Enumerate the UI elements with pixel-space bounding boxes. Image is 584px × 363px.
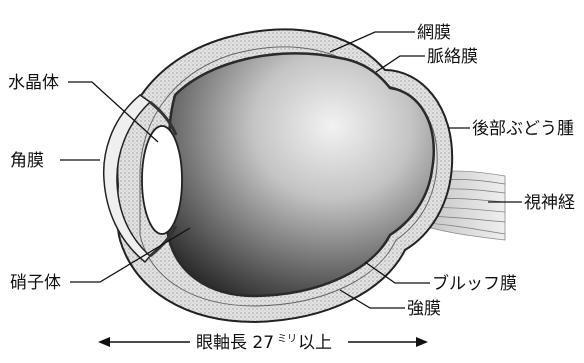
label-sclera: 強膜 [407, 299, 441, 319]
label-retina: 網膜 [417, 23, 451, 43]
label-optic-nerve: 視神経 [524, 193, 575, 213]
label-choroid: 脈絡膜 [427, 47, 478, 67]
label-bruchs-membrane: ブルッフ膜 [432, 273, 517, 294]
axis-caption-unit: ミリ [277, 334, 297, 345]
axis-caption-prefix: 眼軸長 27 [196, 333, 274, 353]
lens-shape [142, 126, 182, 234]
label-posterior-staphyloma: 後部ぶどう腫 [472, 119, 574, 139]
label-cornea: 角膜 [10, 151, 44, 171]
label-lens: 水晶体 [8, 73, 59, 93]
axis-caption-suffix: 以上 [298, 333, 332, 353]
label-vitreous-body: 硝子体 [10, 273, 61, 293]
